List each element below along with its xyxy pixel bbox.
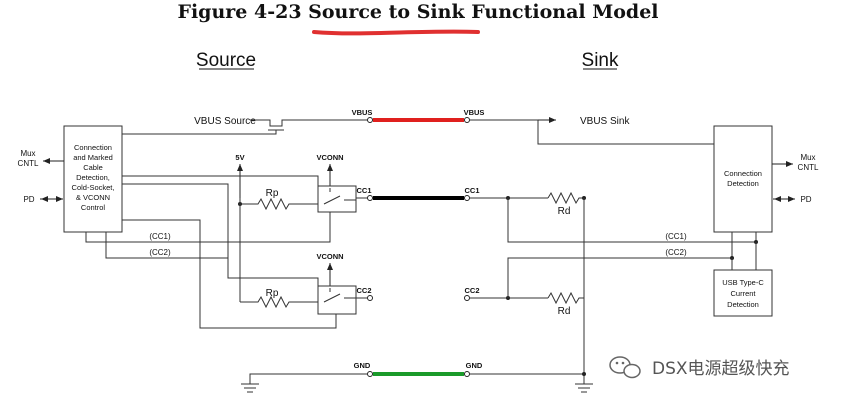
current-box-line-2: Current: [730, 289, 756, 298]
source-heading: Source: [196, 50, 256, 71]
cc2-left-pin: [367, 295, 373, 301]
rd-bottom-label: Rd: [558, 306, 571, 317]
vbus-sink-wire: [470, 119, 714, 145]
cc1-left-pin: [367, 195, 373, 201]
gnd-left-label: GND: [354, 361, 371, 370]
source-cc2-bus: [105, 232, 228, 259]
source-cc2-bus-label: (CC2): [149, 248, 171, 257]
gnd-right-pin: [464, 371, 470, 377]
wechat-icon: [609, 356, 641, 379]
cc2-switch: [323, 288, 356, 303]
source-wire-vconn-ctrl: [122, 219, 337, 329]
source-mux-label-1: Mux: [20, 149, 35, 158]
sink-cc1-bus: [507, 198, 757, 243]
sink-box-line-2: Detection: [727, 179, 759, 188]
source-pd-label: PD: [23, 195, 34, 204]
vbus-right-label: VBUS: [464, 108, 485, 117]
rp-bottom-label: Rp: [266, 288, 279, 299]
vbus-sink-label: VBUS Sink: [580, 116, 630, 127]
sink-ground-icon: [575, 383, 593, 393]
5v-label: 5V: [235, 153, 244, 162]
cc1-left-label: CC1: [356, 186, 371, 195]
sink-cc2-bus-label: (CC2): [665, 248, 687, 257]
source-box-line-7: Control: [81, 203, 106, 212]
current-box-line-3: Detection: [727, 300, 759, 309]
vbus-left-label: VBUS: [352, 108, 373, 117]
rd-top-label: Rd: [558, 206, 571, 217]
source-box-line-5: Cold-Socket,: [72, 183, 115, 192]
current-box-line-1: USB Type-C: [722, 278, 764, 287]
source-ground-icon: [241, 383, 259, 393]
vconn-top-label: VCONN: [316, 153, 343, 162]
cc2-right-pin: [464, 295, 470, 301]
sink-cc1-bus-label: (CC1): [665, 232, 687, 241]
source-cc1-bus-label: (CC1): [149, 232, 171, 241]
cc1-switch-box: [317, 185, 357, 213]
vbus-control-wire: [122, 130, 277, 135]
cc1-right-label: CC1: [464, 186, 479, 195]
sink-pd-label: PD: [800, 195, 811, 204]
sink-mux-label-2: CNTL: [798, 163, 819, 172]
sink-detection-box: [713, 125, 773, 233]
sink-gnd-node: [582, 372, 586, 376]
source-box-line-4: Detection,: [76, 173, 110, 182]
rd-top-resistor: [547, 191, 584, 205]
source-control-box: [63, 125, 123, 233]
source-box-line-2: and Marked: [73, 153, 113, 162]
figure-title: Figure 4-23 Source to Sink Functional Mo…: [177, 1, 658, 23]
source-gnd-wire: [249, 373, 367, 384]
source-box-line-3: Cable: [83, 163, 103, 172]
cc1-right-pin: [464, 195, 470, 201]
cc1-switch: [323, 188, 356, 205]
gnd-right-label: GND: [466, 361, 483, 370]
vbus-right-pin: [464, 117, 470, 123]
source-cc1-bus: [85, 212, 331, 243]
sink-box-line-1: Connection: [724, 169, 762, 178]
watermark-text: DSX电源超级快充: [652, 359, 790, 379]
rp-top-resistor: [240, 197, 320, 211]
vconn-bottom-label: VCONN: [316, 252, 343, 261]
source-box-line-1: Connection: [74, 143, 112, 152]
current-detection-box: [713, 269, 773, 317]
rp-top-label: Rp: [266, 188, 279, 199]
vbus-source-label: VBUS Source: [194, 116, 256, 127]
sink-heading: Sink: [582, 50, 619, 71]
red-underline: [312, 29, 480, 36]
cc2-switch-box: [317, 285, 357, 315]
vbus-source-wire: [250, 119, 370, 127]
source-box-line-6: & VCONN: [76, 193, 110, 202]
cc2-right-label: CC2: [464, 286, 479, 295]
rp-bottom-resistor: [240, 295, 320, 309]
source-mux-label-2: CNTL: [18, 159, 39, 168]
source-wire-to-bottom-switch: [122, 183, 319, 286]
rd-bottom-resistor: [547, 291, 584, 305]
gnd-left-pin: [367, 371, 373, 377]
sink-cc2-bus: [507, 232, 733, 298]
source-wire-to-top-switch: [122, 175, 319, 186]
sink-mux-label-1: Mux: [800, 153, 815, 162]
vbus-left-pin: [367, 117, 373, 123]
cc2-left-label: CC2: [356, 286, 371, 295]
